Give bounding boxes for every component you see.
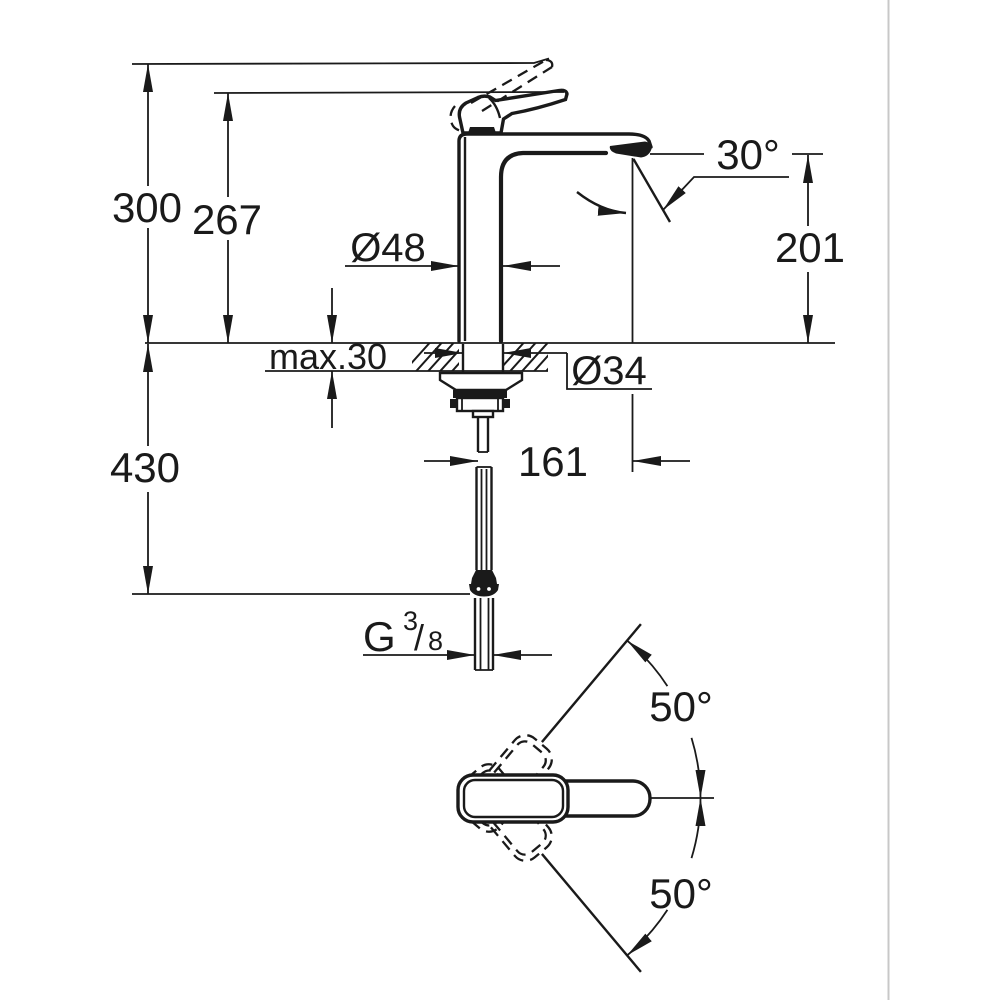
supply-hose [475, 466, 493, 570]
dimension-hole-diameter: Ø34 [424, 348, 652, 393]
dim-label-slash: / [414, 617, 424, 658]
dim-label-161: 161 [518, 438, 588, 485]
handle-grip-outer [456, 773, 570, 824]
dimension-spout-angle: 30° [650, 131, 789, 211]
dim-label-50deg-down: 50° [649, 870, 713, 917]
dim-label-max30: max.30 [269, 336, 387, 377]
handle-raised-dashed [449, 58, 554, 133]
faucet-side-view [449, 58, 672, 472]
dimension-spout-height: 201 [775, 153, 845, 343]
dim-label-8: 8 [428, 626, 443, 656]
dimension-handle-height: 267 [192, 91, 565, 343]
mounting-nut [455, 396, 505, 413]
mounting-hardware [438, 371, 524, 671]
hose-connector [469, 570, 499, 597]
dim-label-dia48: Ø48 [350, 226, 426, 270]
spray-angle-line [632, 158, 672, 223]
handle-side-view [457, 88, 569, 135]
flow-direction-arrow [576, 191, 627, 216]
dimension-supply-length: 430 [110, 344, 470, 595]
handle-top-view: 50° 50° [456, 623, 714, 973]
dim-label-201: 201 [775, 224, 845, 271]
dimension-thread-size: G 3 / 8 [363, 606, 552, 660]
dim-label-dia34: Ø34 [571, 349, 647, 393]
dim-label-G: G [363, 613, 396, 660]
dim-label-300: 300 [112, 184, 182, 231]
dim-label-30deg: 30° [716, 131, 780, 178]
connection-thread-tail [473, 598, 495, 671]
dim-label-430: 430 [110, 444, 180, 491]
dimension-spout-projection: 161 [424, 438, 690, 485]
dimension-overall-height: 300 [112, 57, 550, 343]
mounting-deck [145, 342, 835, 372]
dimension-body-diameter: Ø48 [345, 226, 560, 271]
dim-label-3: 3 [403, 606, 418, 636]
handle-grip-inner [462, 778, 565, 819]
spout-aerator [609, 141, 652, 158]
pop-up-rod [476, 417, 490, 453]
dim-label-267: 267 [192, 196, 262, 243]
mounting-washer [438, 371, 524, 392]
dimension-deck-thickness: max.30 [269, 288, 387, 428]
dim-label-50deg-up: 50° [649, 683, 713, 730]
